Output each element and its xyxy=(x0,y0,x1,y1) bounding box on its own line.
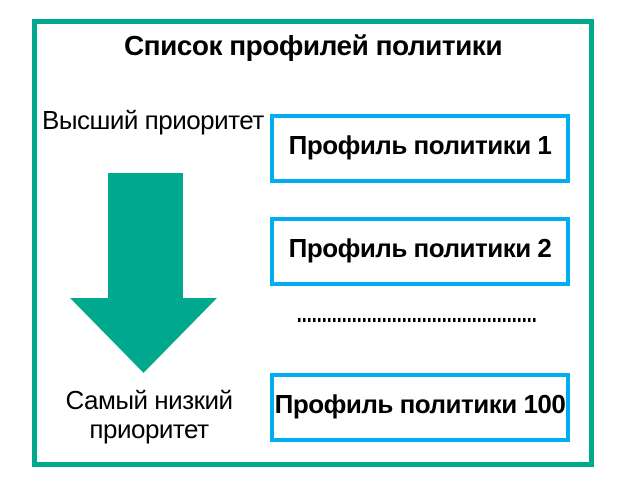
ellipsis-separator xyxy=(298,318,538,322)
policy-profile-label: Профиль политики 2 xyxy=(288,233,552,263)
down-arrow-shape xyxy=(70,173,217,373)
highest-priority-label: Высший приоритет xyxy=(42,105,264,135)
diagram-frame xyxy=(32,19,594,467)
lowest-priority-label: Самый низкий приоритет xyxy=(65,385,233,444)
down-arrow-icon xyxy=(70,173,217,373)
policy-profile-box-1: Профиль политики 1 xyxy=(270,114,570,183)
policy-profile-box-100: Профиль политики 100 xyxy=(270,373,570,442)
policy-profile-label: Профиль политики 100 xyxy=(274,389,566,419)
policy-profile-label: Профиль политики 1 xyxy=(288,130,552,160)
diagram-title: Список профилей политики xyxy=(123,30,503,61)
policy-profile-box-2: Профиль политики 2 xyxy=(270,217,570,286)
